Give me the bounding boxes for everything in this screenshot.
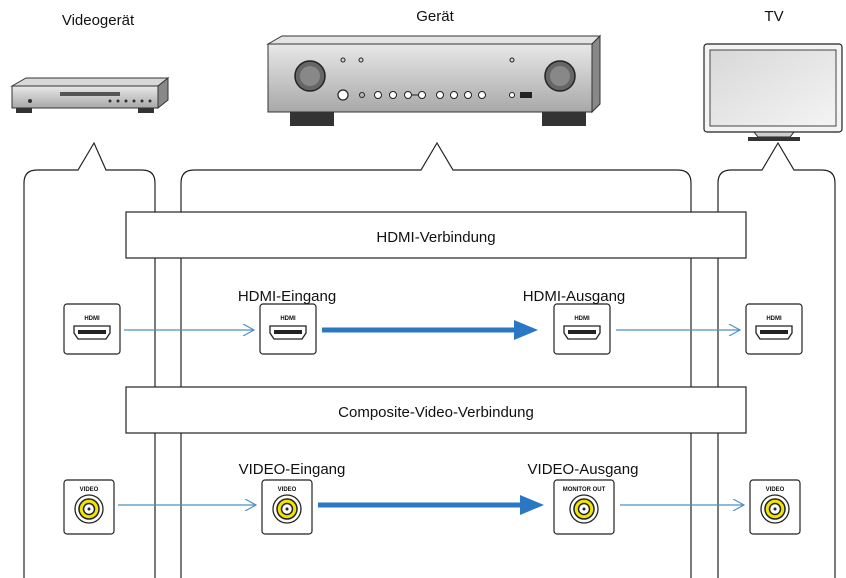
hdmi-signal-arrowhead xyxy=(514,320,538,340)
video-signal-arrowhead xyxy=(520,495,544,515)
video-device-frame xyxy=(23,141,156,578)
video-input-label: VIDEO-Eingang xyxy=(239,461,346,478)
video-jack-receiver-monitor-out: MONITOR OUT xyxy=(553,479,615,535)
tv-image xyxy=(703,43,843,141)
video-port-text: VIDEO xyxy=(766,487,785,493)
composite-section-title: Composite-Video-Verbindung xyxy=(338,404,534,421)
hdmi-output-label: HDMI-Ausgang xyxy=(523,288,626,305)
video-port-text: VIDEO xyxy=(278,487,297,493)
video-jack-receiver-input: VIDEO xyxy=(261,479,313,535)
hdmi-section-banner xyxy=(125,211,747,259)
video-jack-video-device: VIDEO xyxy=(63,479,115,535)
video-output-label: VIDEO-Ausgang xyxy=(528,461,639,478)
tv-frame xyxy=(717,141,836,578)
hdmi-port-text: HDMI xyxy=(574,316,590,322)
hdmi-port-tv: HDMI xyxy=(745,303,803,355)
video-player-image xyxy=(10,76,170,113)
video-port-text: VIDEO xyxy=(80,487,99,493)
video-device-label: Videogerät xyxy=(62,12,135,29)
receiver-frame xyxy=(180,141,692,578)
monitor-out-port-text: MONITOR OUT xyxy=(563,487,606,493)
hdmi-port-text: HDMI xyxy=(280,316,296,322)
hdmi-input-label: HDMI-Eingang xyxy=(238,288,336,305)
hdmi-port-receiver-output: HDMI xyxy=(553,303,611,355)
tv-label: TV xyxy=(764,8,783,25)
av-receiver-image xyxy=(266,34,602,126)
hdmi-port-video-device: HDMI xyxy=(63,303,121,355)
hdmi-port-text: HDMI xyxy=(84,316,100,322)
hdmi-section-title: HDMI-Verbindung xyxy=(376,229,495,246)
receiver-label: Gerät xyxy=(416,8,454,25)
composite-section-banner xyxy=(125,386,747,434)
hdmi-port-text: HDMI xyxy=(766,316,782,322)
video-jack-tv: VIDEO xyxy=(749,479,801,535)
hdmi-port-receiver-input: HDMI xyxy=(259,303,317,355)
